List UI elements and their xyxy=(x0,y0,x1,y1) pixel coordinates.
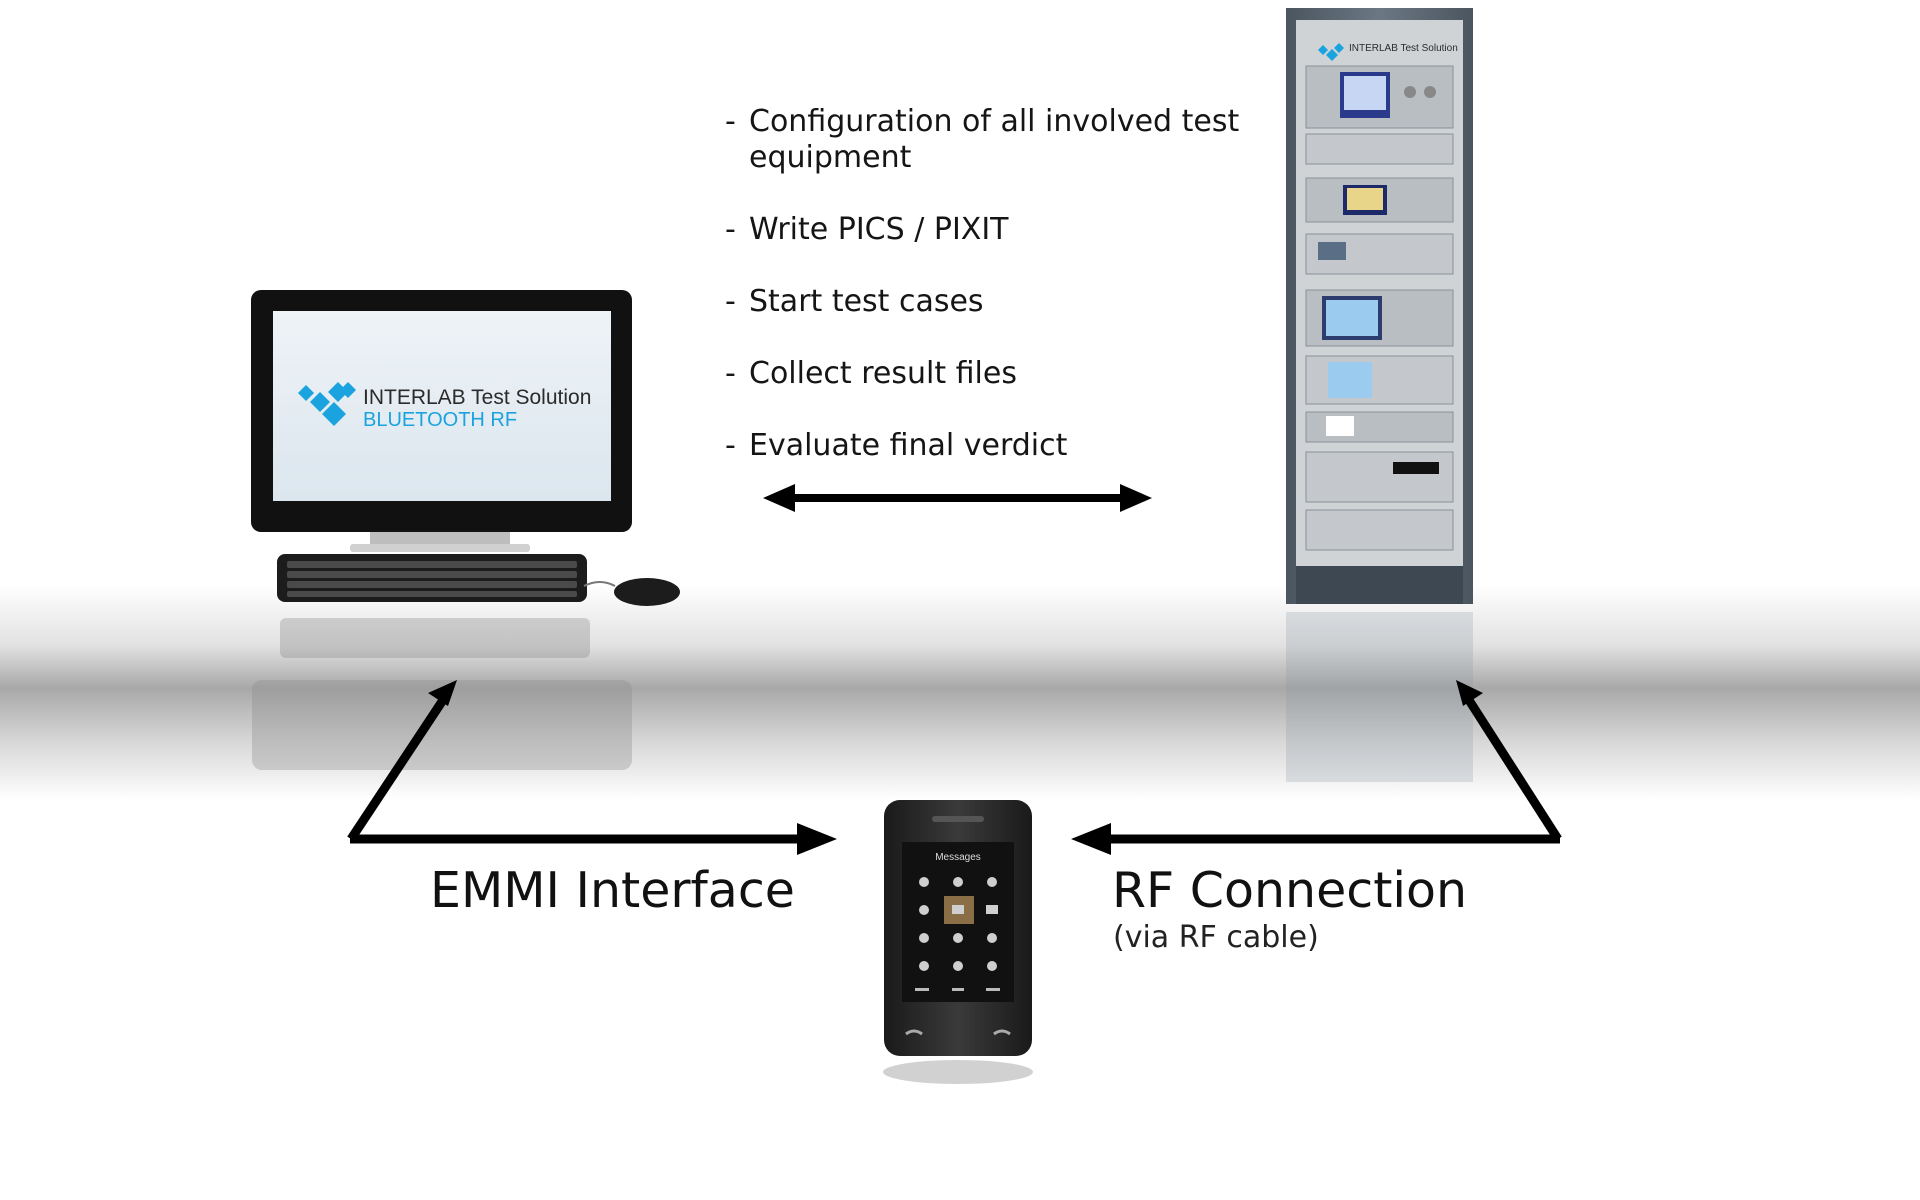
equipment-rack: INTERLAB Test Solution xyxy=(1286,8,1473,782)
rf-connection-label: RF Connection xyxy=(1112,862,1468,919)
phone-speaker xyxy=(932,816,984,822)
keyboard-keys xyxy=(287,561,577,597)
rack-panel-blank-1 xyxy=(1305,133,1454,165)
interlab-logo xyxy=(298,382,356,426)
monitor-base xyxy=(350,544,530,552)
phone-screen-title: Messages xyxy=(935,852,981,863)
step-text: Evaluate final verdict xyxy=(749,428,1068,463)
call-key-icon xyxy=(905,1029,923,1036)
phone-menu-icons xyxy=(919,877,998,971)
rack-brand-text: INTERLAB Test Solution xyxy=(1349,43,1458,54)
rack-instrument-4 xyxy=(1305,289,1454,347)
rack-panel-blank-2 xyxy=(1305,509,1454,551)
step-text: Collect result files xyxy=(749,356,1017,391)
step-text: Start test cases xyxy=(749,284,984,319)
mouse xyxy=(614,578,680,606)
step-item: - Configuration of all involved test equ… xyxy=(725,104,1285,176)
step-item: - Start test cases xyxy=(725,284,1285,320)
emmi-interface-label: EMMI Interface xyxy=(430,862,795,919)
rack-instrument-1 xyxy=(1305,65,1454,129)
end-key-icon xyxy=(993,1029,1011,1036)
step-item: - Collect result files xyxy=(725,356,1285,392)
step-item: - Write PICS / PIXIT xyxy=(725,212,1285,248)
rack-base xyxy=(1296,566,1463,604)
monitor-screen xyxy=(273,311,611,501)
monitor-reflection xyxy=(252,680,632,770)
keyboard-reflection xyxy=(280,618,590,658)
monitor-brand-text: INTERLAB Test Solution xyxy=(363,386,591,409)
emmi-arrow xyxy=(347,680,837,855)
rack-instrument-7 xyxy=(1305,451,1454,503)
rf-arrow xyxy=(1071,680,1562,855)
step-list: - Configuration of all involved test equ… xyxy=(725,104,1285,500)
step-dash: - xyxy=(725,428,736,463)
step-dash: - xyxy=(725,104,736,139)
monitor-product-text: BLUETOOTH RF xyxy=(363,409,517,431)
rf-cable-sublabel: (via RF cable) xyxy=(1113,920,1319,955)
phone-softkeys xyxy=(915,988,1000,991)
mouse-cable xyxy=(583,581,616,587)
monitor-stand xyxy=(370,532,510,546)
pc-rack-double-arrow xyxy=(763,484,1152,512)
step-dash: - xyxy=(725,284,736,319)
rack-instrument-3 xyxy=(1305,233,1454,275)
rack-instrument-2 xyxy=(1305,177,1454,223)
mobile-phone: Messages xyxy=(883,800,1033,1084)
step-dash: - xyxy=(725,356,736,391)
computer: INTERLAB Test Solution BLUETOOTH RF xyxy=(251,290,680,770)
phone-shadow xyxy=(883,1060,1033,1084)
rack-instrument-5 xyxy=(1305,355,1454,405)
rack-reflection xyxy=(1286,612,1473,782)
floor-reflection-band xyxy=(0,585,1920,800)
step-dash: - xyxy=(725,212,736,247)
step-item: - Evaluate final verdict xyxy=(725,428,1285,464)
rack-logo xyxy=(1318,43,1344,61)
rack-instrument-6 xyxy=(1305,411,1454,443)
step-text: Write PICS / PIXIT xyxy=(749,212,1009,247)
step-text: Configuration of all involved test equip… xyxy=(749,104,1240,175)
